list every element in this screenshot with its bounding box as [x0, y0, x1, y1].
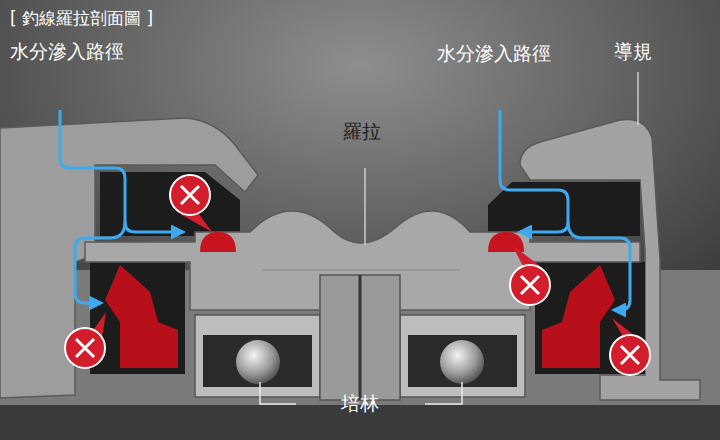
water-path — [60, 110, 630, 310]
shaft — [320, 275, 400, 400]
left-lower-cavity — [90, 262, 185, 374]
x-mark — [170, 175, 212, 232]
drawing-part — [65, 328, 105, 368]
left-upper-cavity — [100, 172, 240, 236]
diagram-title: [ 釣線羅拉剖面圖 ] — [10, 8, 153, 28]
ball — [236, 340, 280, 384]
bearing-left-inner — [203, 335, 312, 387]
drawing-part — [521, 276, 539, 294]
drawing-part — [75, 222, 125, 303]
drawing-part — [181, 186, 199, 204]
seal-large — [105, 265, 178, 368]
drawing-part — [510, 265, 550, 305]
part-label: 羅拉 — [343, 120, 381, 143]
leader-line — [637, 72, 638, 125]
bracket — [425, 382, 462, 404]
drawing-part — [170, 175, 210, 215]
path-label: 水分滲入路徑 — [10, 40, 124, 63]
part-label: 培林 — [341, 392, 379, 415]
bracket — [260, 382, 296, 404]
leader-line — [364, 168, 365, 245]
drawing-part — [60, 110, 183, 232]
drawing-part — [500, 110, 568, 232]
drawing-part — [76, 339, 94, 357]
ball — [440, 340, 484, 384]
path-label: 水分滲入路徑 — [437, 42, 551, 65]
drawing-part — [610, 335, 650, 375]
shaft-split — [359, 275, 362, 400]
x-mark — [510, 245, 550, 305]
drawing-part — [568, 222, 630, 310]
seal-small — [488, 232, 524, 252]
x-mark — [610, 318, 650, 375]
bearing-left — [195, 315, 320, 397]
part-label: 導規 — [614, 40, 652, 63]
x-mark — [65, 312, 106, 368]
seal-large — [542, 265, 615, 368]
seal-small — [200, 232, 236, 252]
bearing-right-inner — [408, 335, 517, 387]
roller-dip — [262, 270, 460, 271]
drawing-part — [621, 346, 639, 364]
